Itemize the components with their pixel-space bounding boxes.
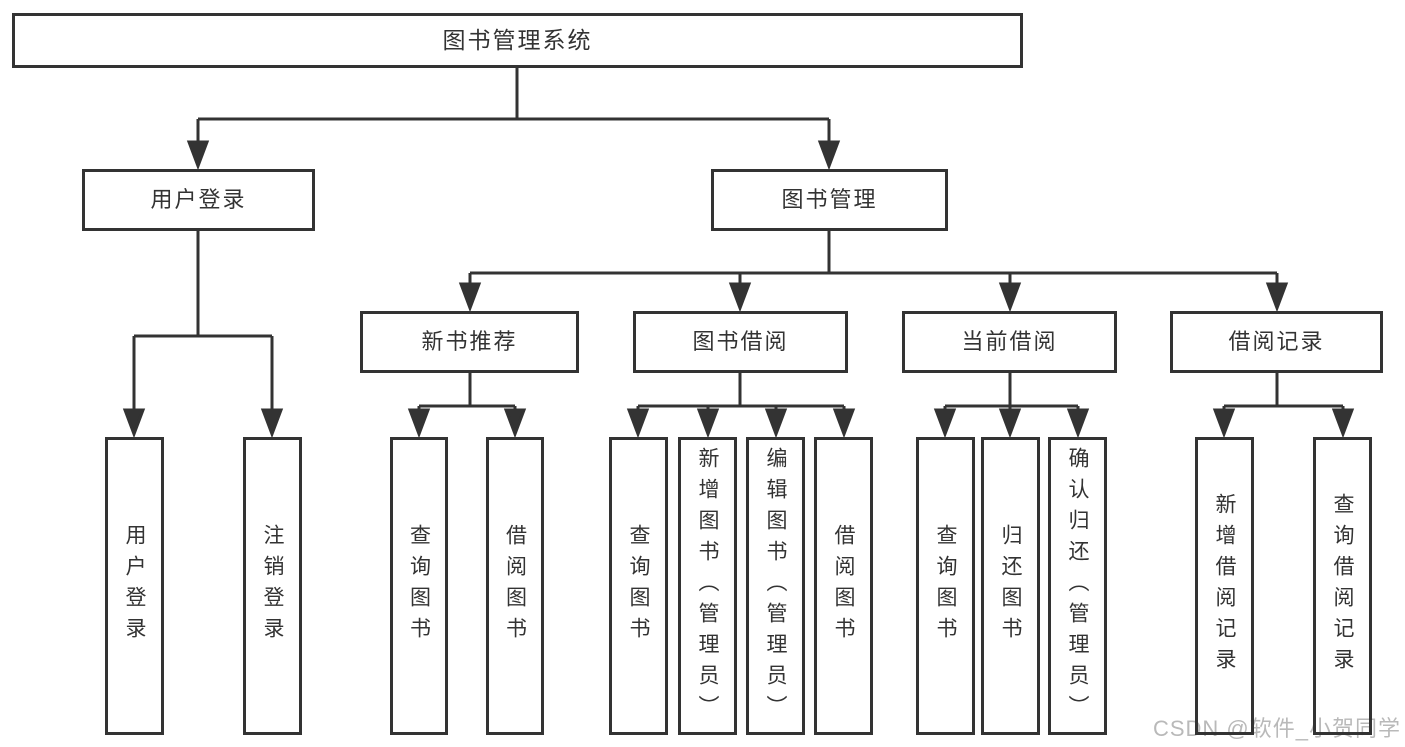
node-label: 确认归还（管理员） xyxy=(1066,446,1089,726)
arrow-down-icon xyxy=(458,282,482,313)
arrow-down-icon xyxy=(696,408,720,439)
arrow-down-icon xyxy=(186,140,210,171)
leaf-edit-books-admin: 编辑图书（管理员） xyxy=(746,437,805,735)
node-label: 查询图书 xyxy=(407,524,431,648)
node-current-borrow: 当前借阅 xyxy=(902,311,1117,373)
node-root-library-system: 图书管理系统 xyxy=(12,13,1023,68)
node-label: 归还图书 xyxy=(999,524,1022,648)
arrow-down-icon xyxy=(122,408,146,439)
arrow-down-icon xyxy=(998,282,1022,313)
leaf-query-books-borrow: 查询图书 xyxy=(609,437,668,735)
leaf-add-books-admin: 新增图书（管理员） xyxy=(678,437,737,735)
watermark: CSDN @软件_小贺同学 xyxy=(1152,716,1401,741)
node-label: 借阅图书 xyxy=(503,524,527,648)
node-new-book-recommend: 新书推荐 xyxy=(360,311,579,373)
node-label: 查询借阅记录 xyxy=(1331,493,1354,679)
node-borrow-records: 借阅记录 xyxy=(1170,311,1383,373)
arrow-down-icon xyxy=(503,408,527,439)
connector-borrow-records-children xyxy=(1212,373,1355,439)
leaf-logout: 注销登录 xyxy=(243,437,302,735)
arrow-down-icon xyxy=(1066,408,1090,439)
arrow-down-icon xyxy=(764,408,788,439)
leaf-query-books-recommend: 查询图书 xyxy=(390,437,448,735)
arrow-down-icon xyxy=(260,408,284,439)
leaf-add-borrow-record: 新增借阅记录 xyxy=(1195,437,1254,735)
leaf-query-books-current: 查询图书 xyxy=(916,437,975,735)
node-label: 图书借阅 xyxy=(692,329,789,354)
node-label: 用户登录 xyxy=(150,187,247,212)
leaf-return-books: 归还图书 xyxy=(981,437,1040,735)
leaf-borrow-books: 借阅图书 xyxy=(814,437,873,735)
node-label: 新增借阅记录 xyxy=(1213,493,1236,679)
arrow-down-icon xyxy=(832,408,856,439)
leaf-user-login: 用户登录 xyxy=(105,437,164,735)
node-label: 用户登录 xyxy=(123,524,146,648)
connector-book-borrow-children xyxy=(626,373,856,439)
node-label: 借阅记录 xyxy=(1228,329,1325,354)
node-user-login: 用户登录 xyxy=(82,169,315,231)
arrow-down-icon xyxy=(1212,408,1236,439)
connector-new-book-recommend-children xyxy=(407,373,527,439)
leaf-confirm-return-admin: 确认归还（管理员） xyxy=(1048,437,1107,735)
arrow-down-icon xyxy=(626,408,650,439)
arrow-down-icon xyxy=(817,140,841,171)
connector-book-management-children xyxy=(458,230,1289,313)
connector-user-login-children xyxy=(122,230,284,439)
node-label: 新书推荐 xyxy=(421,329,518,354)
node-label: 当前借阅 xyxy=(961,329,1058,354)
arrow-down-icon xyxy=(407,408,431,439)
arrow-down-icon xyxy=(933,408,957,439)
node-label: 查询图书 xyxy=(934,524,957,648)
node-label: 编辑图书（管理员） xyxy=(764,446,787,726)
node-book-borrow: 图书借阅 xyxy=(633,311,848,373)
node-label: 图书管理系统 xyxy=(442,27,593,53)
node-label: 图书管理 xyxy=(781,187,878,212)
arrow-down-icon xyxy=(998,408,1022,439)
arrow-down-icon xyxy=(728,282,752,313)
connector-root-to-level2 xyxy=(186,68,841,171)
connector-current-borrow-children xyxy=(933,373,1090,439)
node-label: 新增图书（管理员） xyxy=(696,446,719,726)
leaf-query-borrow-record: 查询借阅记录 xyxy=(1313,437,1372,735)
leaf-borrow-books-recommend: 借阅图书 xyxy=(486,437,544,735)
node-label: 查询图书 xyxy=(627,524,650,648)
arrow-down-icon xyxy=(1331,408,1355,439)
node-book-management: 图书管理 xyxy=(711,169,948,231)
node-label: 注销登录 xyxy=(261,524,284,648)
node-label: 借阅图书 xyxy=(832,524,855,648)
arrow-down-icon xyxy=(1265,282,1289,313)
